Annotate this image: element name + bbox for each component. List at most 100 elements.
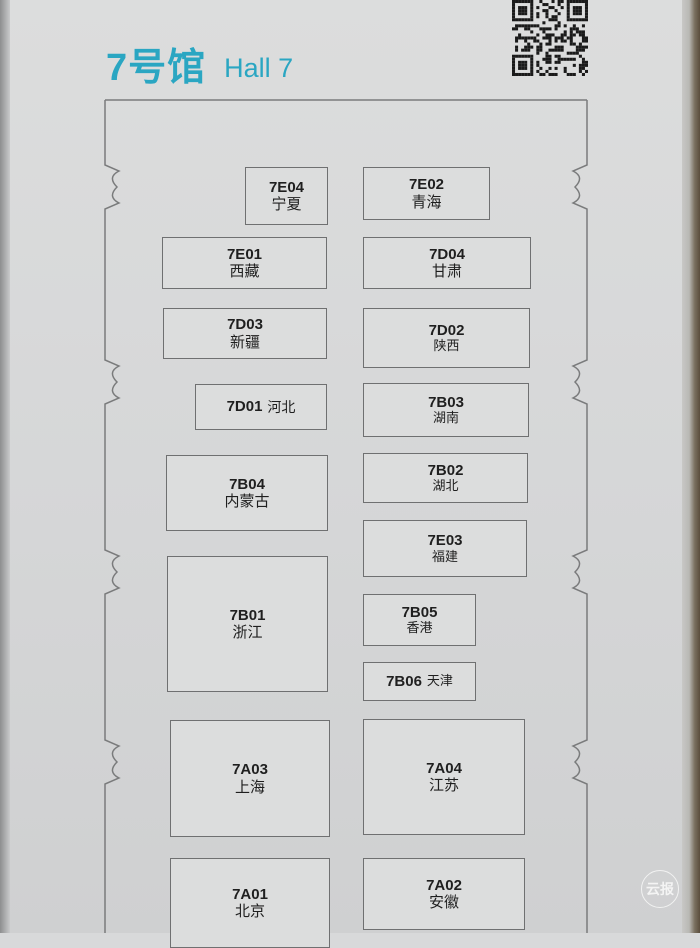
qr-module bbox=[521, 63, 525, 67]
qr-module bbox=[569, 33, 573, 37]
qr-module bbox=[533, 24, 537, 28]
qr-module bbox=[518, 33, 522, 37]
qr-module bbox=[554, 18, 558, 22]
qr-module bbox=[572, 6, 576, 10]
qr-module bbox=[584, 39, 588, 43]
qr-module bbox=[566, 6, 570, 10]
qr-module bbox=[557, 45, 561, 49]
qr-module bbox=[554, 45, 558, 49]
qr-module bbox=[512, 6, 516, 10]
qr-module bbox=[548, 39, 552, 43]
qr-module bbox=[536, 6, 540, 10]
qr-module bbox=[536, 33, 540, 37]
booth-name: 江苏 bbox=[428, 777, 459, 794]
qr-module bbox=[545, 57, 549, 61]
qr-module bbox=[545, 9, 549, 13]
booth-name: 湖南 bbox=[432, 410, 459, 426]
qr-module bbox=[518, 24, 522, 28]
qr-module bbox=[581, 66, 585, 70]
qr-module bbox=[578, 33, 582, 37]
qr-module bbox=[548, 54, 552, 58]
qr-module bbox=[530, 9, 534, 13]
booth-name: 河北 bbox=[267, 398, 296, 415]
qr-module bbox=[524, 36, 528, 40]
qr-module bbox=[569, 0, 573, 4]
qr-module bbox=[539, 42, 543, 46]
qr-module bbox=[569, 27, 573, 31]
qr-module bbox=[524, 0, 528, 4]
qr-module bbox=[518, 12, 522, 16]
floor-background bbox=[682, 0, 700, 933]
qr-module bbox=[548, 57, 552, 61]
qr-module bbox=[578, 42, 582, 46]
qr-module bbox=[539, 48, 543, 52]
qr-module bbox=[581, 39, 585, 43]
booth-name: 青海 bbox=[411, 193, 442, 211]
booth-name: 上海 bbox=[234, 778, 265, 796]
qr-module bbox=[527, 45, 531, 49]
qr-module bbox=[515, 0, 519, 4]
booth-name: 宁夏 bbox=[271, 196, 302, 213]
qr-module bbox=[512, 54, 516, 58]
qr-module bbox=[545, 15, 549, 19]
qr-module bbox=[554, 72, 558, 76]
qr-module bbox=[536, 15, 540, 19]
poster-board bbox=[10, 0, 682, 933]
qr-module bbox=[527, 72, 531, 76]
qr-module bbox=[551, 18, 555, 22]
qr-module bbox=[524, 6, 528, 10]
hall-title-zh: 7号馆 bbox=[106, 47, 207, 89]
watermark-logo: 云报 bbox=[641, 870, 679, 908]
qr-module bbox=[572, 24, 576, 28]
qr-module bbox=[524, 9, 528, 13]
qr-module bbox=[530, 3, 534, 7]
qr-module bbox=[575, 12, 579, 16]
qr-module bbox=[548, 42, 552, 46]
qr-module bbox=[554, 66, 558, 70]
qr-module bbox=[578, 48, 582, 52]
qr-module bbox=[554, 15, 558, 19]
qr-module bbox=[548, 66, 552, 70]
qr-module bbox=[572, 63, 576, 67]
qr-module bbox=[578, 9, 582, 13]
booth-name: 湖北 bbox=[432, 478, 459, 494]
qr-module bbox=[530, 72, 534, 76]
qr-module bbox=[575, 45, 579, 49]
booth-code: 7B04 bbox=[229, 475, 265, 493]
qr-module bbox=[578, 30, 582, 34]
qr-module bbox=[584, 45, 588, 49]
qr-module bbox=[581, 72, 585, 76]
qr-module bbox=[530, 12, 534, 16]
qr-module bbox=[572, 27, 576, 31]
qr-module bbox=[557, 48, 561, 52]
qr-module bbox=[530, 15, 534, 19]
qr-module bbox=[521, 54, 525, 58]
qr-module bbox=[515, 27, 519, 31]
qr-module bbox=[515, 24, 519, 28]
qr-module bbox=[530, 6, 534, 10]
qr-module bbox=[536, 24, 540, 28]
qr-module bbox=[554, 60, 558, 64]
qr-module bbox=[512, 60, 516, 64]
qr-module bbox=[560, 36, 564, 40]
qr-module bbox=[566, 57, 570, 61]
